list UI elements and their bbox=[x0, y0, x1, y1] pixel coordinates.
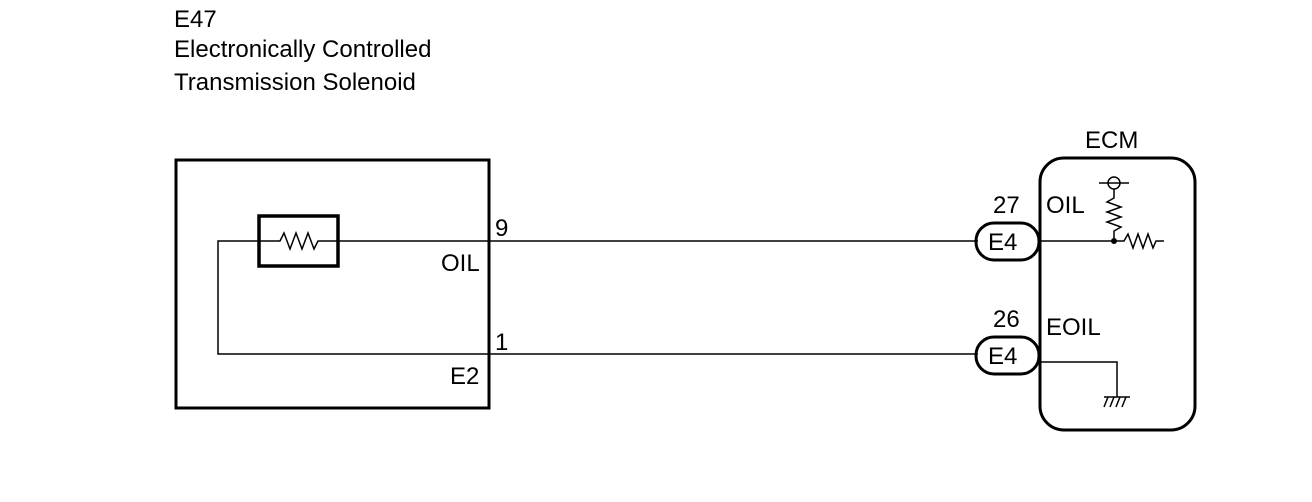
resistor-icon bbox=[257, 214, 340, 268]
connector-e4-27 bbox=[974, 221, 1041, 262]
connector-label-26: E4 bbox=[988, 343, 1017, 370]
ecm-resistor-icon bbox=[1114, 231, 1164, 251]
terminal-number-26: 26 bbox=[993, 306, 1020, 333]
pin-label-oil: OIL bbox=[441, 250, 480, 277]
ecm-title: ECM bbox=[1085, 127, 1138, 154]
component-name-line2: Transmission Solenoid bbox=[174, 69, 416, 96]
voltage-source-icon bbox=[1099, 176, 1129, 194]
pin-label-e2: E2 bbox=[450, 363, 479, 390]
terminal-number-27: 27 bbox=[993, 192, 1020, 219]
component-name-line1: Electronically Controlled bbox=[174, 36, 431, 63]
connector-e4-26 bbox=[974, 335, 1041, 376]
connector-label-27: E4 bbox=[988, 229, 1017, 256]
internal-wire bbox=[217, 240, 489, 355]
pin-number-9: 9 bbox=[495, 215, 508, 242]
pullup-resistor-icon bbox=[1104, 194, 1124, 241]
component-code: E47 bbox=[174, 6, 217, 33]
ecm-box bbox=[1038, 156, 1197, 432]
terminal-label-eoil: EOIL bbox=[1046, 314, 1101, 341]
solenoid-box bbox=[174, 158, 491, 410]
ground-icon bbox=[1103, 396, 1130, 408]
pin-number-1: 1 bbox=[495, 329, 508, 356]
ecm-eoil-wire bbox=[1040, 361, 1118, 397]
terminal-label-oil: OIL bbox=[1046, 192, 1085, 219]
